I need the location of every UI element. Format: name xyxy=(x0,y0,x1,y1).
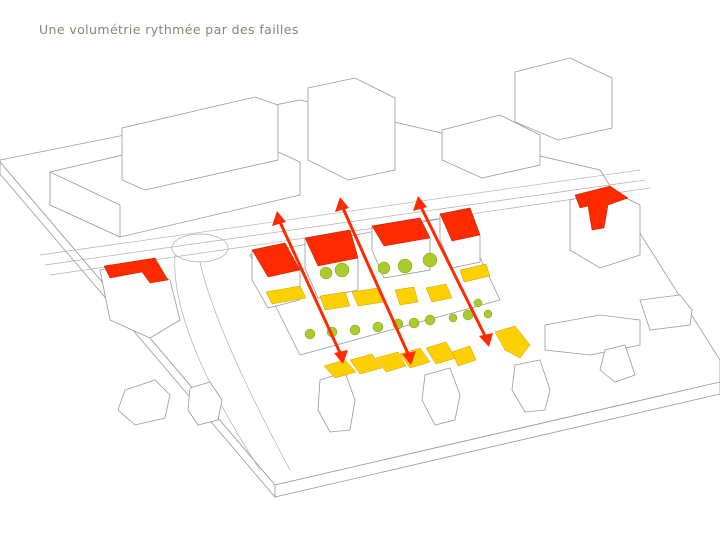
tree-icon xyxy=(319,266,333,280)
red-roof xyxy=(439,207,481,242)
double-arrow-icon xyxy=(272,211,348,364)
existing-buildings xyxy=(49,57,693,433)
diagram-title: Une volumétrie rythmée par des failles xyxy=(39,22,299,37)
tree-icon xyxy=(397,258,413,274)
tall-buildings xyxy=(103,185,629,309)
yellow-roof xyxy=(451,345,477,367)
red-roof xyxy=(574,185,629,231)
yellow-roof xyxy=(265,285,307,305)
tree-icon xyxy=(473,298,483,308)
tree-icon xyxy=(349,324,361,336)
red-roof xyxy=(371,217,431,247)
yellow-roof xyxy=(425,283,453,303)
yellow-roof xyxy=(323,359,357,379)
double-arrow-icon xyxy=(413,196,493,347)
tree-icon xyxy=(372,321,384,333)
tree-icon xyxy=(377,261,391,275)
yellow-roof xyxy=(375,351,407,373)
double-arrow-icon xyxy=(335,197,416,365)
red-roof xyxy=(304,229,359,267)
yellow-roof xyxy=(319,291,351,311)
yellow-roof xyxy=(394,286,419,306)
low-buildings xyxy=(265,263,531,379)
tree-icon xyxy=(408,317,420,329)
fault-arrows xyxy=(272,196,493,365)
tree-icon xyxy=(422,252,438,268)
red-roof xyxy=(103,257,169,284)
tree-icon xyxy=(304,328,316,340)
tree-icon xyxy=(334,262,350,278)
tree-icon xyxy=(448,313,458,323)
tree-icon xyxy=(483,309,493,319)
yellow-roof xyxy=(494,325,531,359)
yellow-roof xyxy=(459,263,491,283)
yellow-roof xyxy=(349,353,383,375)
red-roof xyxy=(251,242,301,278)
tree-icon xyxy=(424,314,436,326)
trees xyxy=(304,252,493,340)
